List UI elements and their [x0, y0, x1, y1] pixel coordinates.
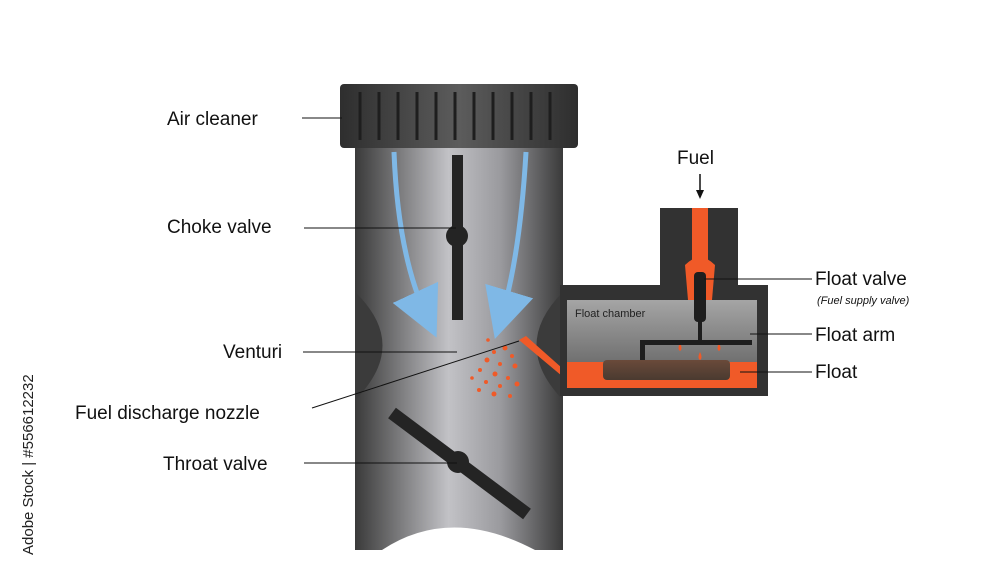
air-cleaner-cap — [340, 84, 578, 148]
venturi-right-bulge — [536, 292, 563, 400]
label-float-valve: Float valve — [815, 269, 907, 290]
label-float-chamber: Float chamber — [575, 308, 646, 320]
label-throat-valve: Throat valve — [163, 454, 268, 475]
label-air-cleaner: Air cleaner — [167, 109, 258, 130]
label-fuel: Fuel — [677, 148, 714, 169]
carburetor-body — [355, 145, 563, 550]
float-valve — [694, 272, 706, 344]
choke-valve — [446, 155, 468, 320]
label-venturi: Venturi — [223, 342, 282, 363]
float — [603, 360, 730, 380]
stock-watermark-id: Adobe Stock | #556612232 — [20, 374, 37, 555]
fuel-spray — [470, 338, 520, 398]
label-float-arm: Float arm — [815, 325, 895, 346]
air-flow-arrow-left — [391, 151, 439, 338]
label-fuel-discharge-nozzle: Fuel discharge nozzle — [75, 403, 260, 424]
fuel-inlet-arrow — [696, 174, 704, 199]
label-float-valve-note: (Fuel supply valve) — [817, 295, 910, 307]
leader-fuel-discharge-nozzle — [311, 340, 520, 409]
fuel-discharge-nozzle — [519, 336, 562, 376]
float-arm — [640, 340, 752, 362]
air-flow-arrow-right — [485, 151, 534, 339]
label-choke-valve: Choke valve — [167, 217, 272, 238]
label-float: Float — [815, 362, 858, 383]
throat-valve — [388, 407, 531, 520]
venturi-left-bulge — [355, 292, 383, 400]
